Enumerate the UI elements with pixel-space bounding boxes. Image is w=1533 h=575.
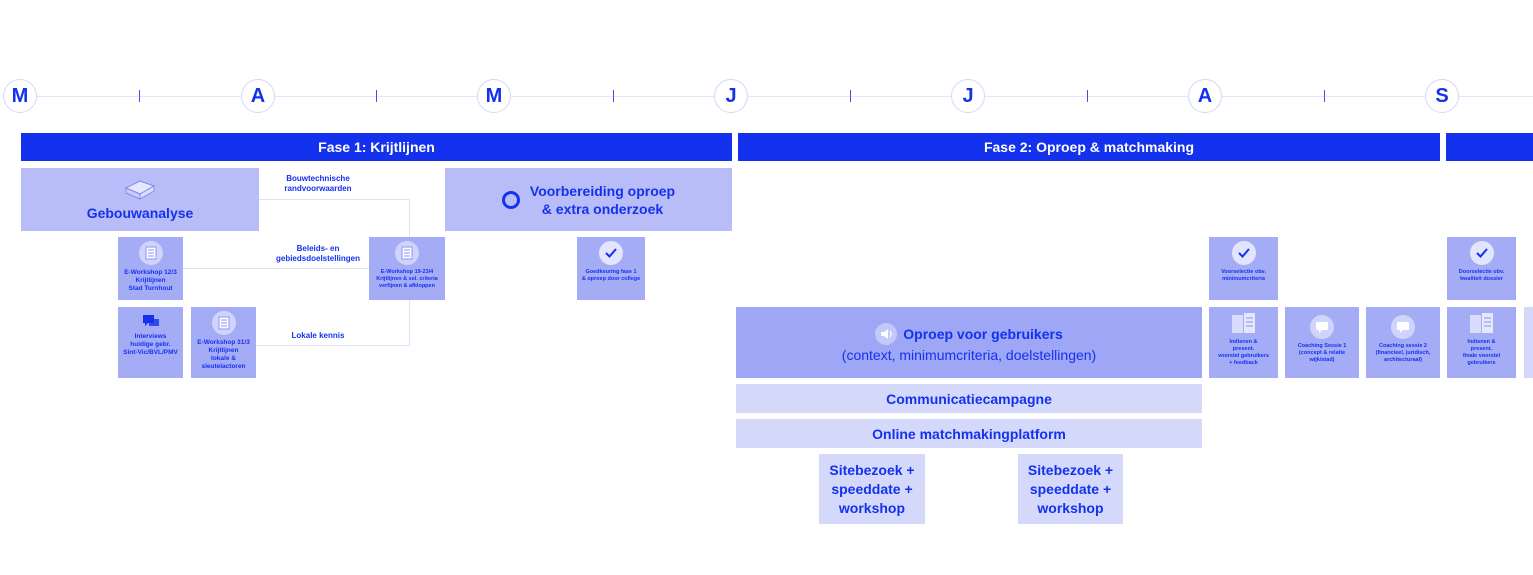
- speech-bubble-icon: [1391, 315, 1415, 339]
- timeline-tick: [613, 90, 614, 102]
- timeline-tick: [850, 90, 851, 102]
- tile-cut-off: [1524, 307, 1533, 378]
- tile-e-workshop-31-3: E-Workshop 31/3 Krijtlijnen lokale & sle…: [191, 307, 256, 378]
- gebouwanalyse-box: Gebouwanalyse: [21, 168, 259, 231]
- phase-2-bar: Fase 2: Oproep & matchmaking: [738, 133, 1440, 161]
- timeline-tick: [376, 90, 377, 102]
- month-marker-1: M: [3, 79, 37, 113]
- connector-label-bouwtechnisch: Bouwtechnische randvoorwaarden: [284, 174, 352, 193]
- gebouwanalyse-label: Gebouwanalyse: [86, 205, 194, 221]
- tile-indienen-1: Indienen & present. voorstel gebruikers …: [1209, 307, 1278, 378]
- month-marker-2: A: [241, 79, 275, 113]
- connector-label-beleid: Beleids- en gebiedsdoelstellingen: [275, 244, 360, 263]
- tile-label: Indienen & present. voorstel gebruikers …: [1217, 339, 1270, 366]
- tile-label: Coaching Sessie 1 (concept & relatie wij…: [1297, 343, 1347, 363]
- building-icon: [122, 178, 158, 203]
- sitebezoek-box-2: Sitebezoek + speeddate + workshop: [1018, 454, 1123, 524]
- month-marker-3: M: [477, 79, 511, 113]
- tile-coaching-2: Coaching sessie 2 (financieel, juridisch…: [1366, 307, 1440, 378]
- checkmark-icon: [599, 241, 623, 265]
- tile-voorselectie: Voorselectie obv. minimumcriteria: [1209, 237, 1278, 300]
- tile-label: Voorselectie obv. minimumcriteria: [1221, 269, 1266, 282]
- tile-label: Interviews huidige gebr. Sint-Vic/BVL/PM…: [123, 333, 178, 356]
- checkmark-icon: [1469, 241, 1494, 265]
- tile-label: E-Workshop 31/3 Krijtlijnen lokale & sle…: [197, 339, 250, 370]
- timeline-tick: [139, 90, 140, 102]
- tile-coaching-1: Coaching Sessie 1 (concept & relatie wij…: [1285, 307, 1359, 378]
- checkmark-icon: [1231, 241, 1256, 265]
- tile-indienen-2: Indienen & present. finale voorstel gebr…: [1447, 307, 1516, 378]
- voorbereiding-label: Voorbereiding oproep & extra onderzoek: [529, 182, 676, 217]
- phase-1-bar: Fase 1: Krijtlijnen: [21, 133, 732, 161]
- month-marker-6: A: [1188, 79, 1222, 113]
- document-icon: [211, 311, 236, 335]
- connector-lokale: [256, 300, 410, 346]
- oproep-box: Oproep voor gebruikers (context, minimum…: [736, 307, 1202, 378]
- documents-icon: [1468, 311, 1496, 337]
- communicatie-bar: Communicatiecampagne: [736, 384, 1202, 413]
- circle-icon: [501, 190, 520, 209]
- tile-e-workshop-12-3: E-Workshop 12/3 Krijtlijnen Stad Turnhou…: [118, 237, 183, 300]
- month-marker-7: S: [1425, 79, 1459, 113]
- connector-label-lokale: Lokale kennis: [291, 331, 345, 340]
- tile-label: Indienen & present. finale voorstel gebr…: [1462, 339, 1501, 366]
- tile-goedkeuring: Goedkeuring fase 1 & oproep door college: [577, 237, 645, 300]
- tile-label: Coaching sessie 2 (financieel, juridisch…: [1375, 343, 1431, 363]
- phase-3-bar: [1446, 133, 1533, 161]
- timeline-line: [20, 96, 1533, 97]
- speech-bubble-icon: [1310, 315, 1334, 339]
- voorbereiding-box: Voorbereiding oproep & extra onderzoek: [445, 168, 732, 231]
- documents-icon: [1230, 311, 1258, 337]
- tile-doorselectie: Doorselectie obv. kwaliteit dossier: [1447, 237, 1516, 300]
- oproep-subtitle: (context, minimumcriteria, doelstellinge…: [841, 346, 1097, 363]
- timeline-tick: [1324, 90, 1325, 102]
- tile-interviews: Interviews huidige gebr. Sint-Vic/BVL/PM…: [118, 307, 183, 378]
- month-marker-4: J: [714, 79, 748, 113]
- document-icon: [395, 241, 419, 265]
- document-icon: [138, 241, 163, 265]
- tile-label: E-Workshop 19-23/4 Krijtlijnen & sel. cr…: [376, 269, 438, 289]
- platform-bar: Online matchmakingplatform: [736, 419, 1202, 448]
- tile-label: E-Workshop 12/3 Krijtlijnen Stad Turnhou…: [124, 269, 177, 292]
- timeline-tick: [1087, 90, 1088, 102]
- tile-label: Goedkeuring fase 1 & oproep door college: [581, 269, 641, 282]
- sitebezoek-box-1: Sitebezoek + speeddate + workshop: [819, 454, 925, 524]
- tile-label: Doorselectie obv. kwaliteit dossier: [1458, 269, 1505, 282]
- chat-icon: [139, 311, 163, 331]
- oproep-title: Oproep voor gebruikers: [903, 325, 1063, 342]
- speaker-icon: [875, 322, 898, 345]
- connector-bouwtechnisch: [259, 199, 410, 239]
- tile-e-workshop-19-23-4: E-Workshop 19-23/4 Krijtlijnen & sel. cr…: [369, 237, 445, 300]
- month-marker-5: J: [951, 79, 985, 113]
- connector-beleid: [183, 268, 370, 269]
